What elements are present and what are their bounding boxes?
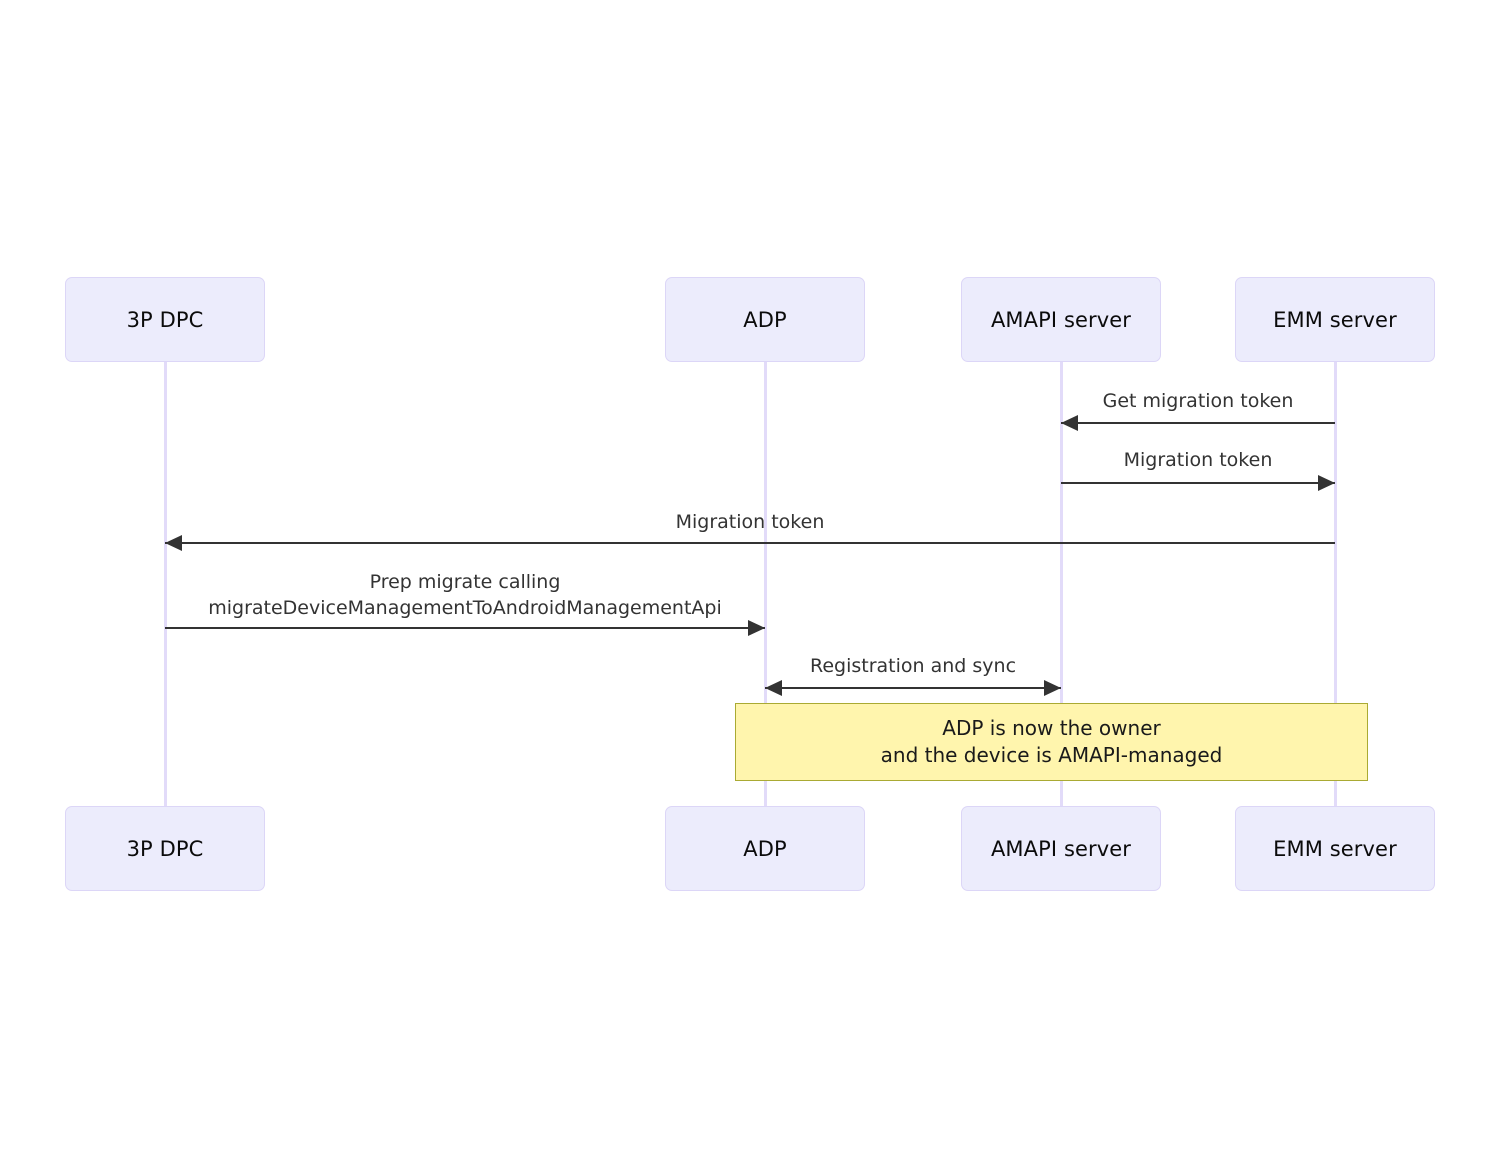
message-label-registration-and-sync: Registration and sync (809, 655, 1017, 677)
participant-label-amapi-server: AMAPI server (990, 307, 1132, 332)
lifeline-3p-dpc (163, 362, 167, 806)
participant-bottom-3p-dpc[interactable]: 3P DPC (65, 806, 265, 891)
message-label-prep-migrate: Prep migrate calling migrateDeviceManage… (208, 571, 722, 619)
participant-top-3p-dpc[interactable]: 3P DPC (65, 277, 265, 362)
arrowhead-left-get-migration-token (1061, 415, 1078, 431)
arrowhead-left-migration-token-emm-dpc (165, 535, 182, 551)
participant-bottom-emm-server[interactable]: EMM server (1235, 806, 1435, 891)
arrowhead-right-migration-token-amapi-emm (1318, 475, 1335, 491)
participant-label-bottom-amapi-server: AMAPI server (990, 836, 1132, 861)
message-label-get-migration-token: Get migration token (1102, 390, 1294, 412)
participant-top-adp[interactable]: ADP (665, 277, 865, 362)
participant-label-bottom-3p-dpc: 3P DPC (126, 836, 204, 861)
participant-label-3p-dpc: 3P DPC (126, 307, 204, 332)
message-line-migration-token-emm-dpc (165, 542, 1335, 544)
participant-bottom-amapi-server[interactable]: AMAPI server (961, 806, 1161, 891)
arrowhead-left-registration-and-sync (765, 680, 782, 696)
participant-top-emm-server[interactable]: EMM server (1235, 277, 1435, 362)
lifeline-amapi-server (1059, 362, 1063, 806)
participant-label-bottom-adp: ADP (743, 836, 787, 861)
message-line-registration-and-sync (765, 687, 1061, 689)
message-line-get-migration-token (1061, 422, 1335, 424)
note-adp-owner: ADP is now the owner and the device is A… (735, 703, 1368, 781)
message-line-migration-token-amapi-emm (1061, 482, 1335, 484)
participant-label-emm-server: EMM server (1273, 307, 1397, 332)
message-line-prep-migrate (165, 627, 765, 629)
message-label-migration-token-amapi-emm: Migration token (1123, 449, 1273, 471)
arrowhead-right-registration-and-sync (1044, 680, 1061, 696)
participant-top-amapi-server[interactable]: AMAPI server (961, 277, 1161, 362)
lifeline-adp (763, 362, 767, 806)
participant-bottom-adp[interactable]: ADP (665, 806, 865, 891)
note-line-1: ADP is now the owner (942, 716, 1161, 740)
note-line-2: and the device is AMAPI-managed (880, 743, 1223, 767)
lifeline-emm-server (1333, 362, 1337, 806)
arrowhead-right-prep-migrate (748, 620, 765, 636)
participant-label-adp: ADP (743, 307, 787, 332)
participant-label-bottom-emm-server: EMM server (1273, 836, 1397, 861)
message-label-migration-token-emm-dpc: Migration token (675, 511, 825, 533)
